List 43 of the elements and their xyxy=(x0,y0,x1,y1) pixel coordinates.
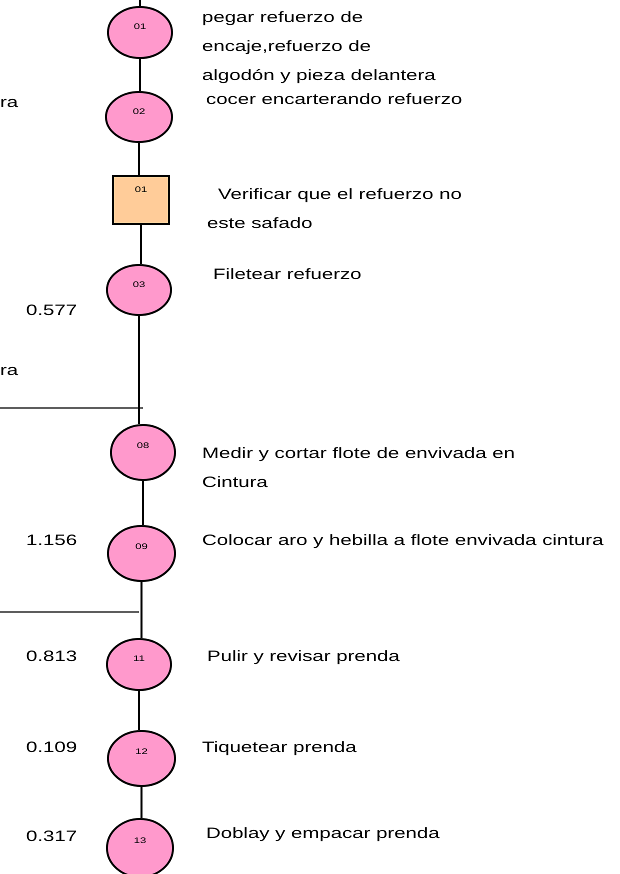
connector-line xyxy=(0,611,139,613)
step-number: 01 xyxy=(132,22,148,31)
step-description: Verificar que el refuerzo no este safado xyxy=(207,185,463,234)
time-value: 0.109 xyxy=(26,738,78,758)
step-description: Pulir y revisar prenda xyxy=(207,647,401,667)
connector-line xyxy=(140,225,142,264)
time-value: 0.577 xyxy=(26,301,78,321)
inspection-square xyxy=(112,175,170,225)
operation-circle xyxy=(107,730,176,787)
operation-circle xyxy=(106,638,172,691)
connector-line xyxy=(138,691,140,730)
step-description: Filetear refuerzo xyxy=(213,265,363,285)
cut-off-text: ra xyxy=(0,361,18,381)
time-value: 1.156 xyxy=(26,531,78,551)
operation-circle xyxy=(105,91,173,143)
operation-circle xyxy=(107,525,176,582)
operation-circle xyxy=(110,424,176,481)
connector-line xyxy=(0,407,143,409)
connector-line xyxy=(142,481,144,525)
step-number: 09 xyxy=(134,542,149,551)
connector-line xyxy=(140,582,142,638)
operation-circle xyxy=(107,6,173,59)
connector-line xyxy=(139,59,141,91)
step-description: Tiquetear prenda xyxy=(202,738,358,758)
step-number: 01 xyxy=(134,185,148,194)
step-number: 11 xyxy=(132,654,146,663)
cut-off-text: ra xyxy=(0,93,18,113)
time-value: 0.813 xyxy=(26,647,78,667)
connector-line xyxy=(138,316,140,424)
connector-line xyxy=(138,143,140,175)
step-number: 02 xyxy=(132,107,146,116)
operation-circle xyxy=(106,264,172,316)
connector-line xyxy=(139,0,141,6)
step-description: Medir y cortar flote de envivada en Cintura xyxy=(202,444,516,493)
step-number: 03 xyxy=(132,280,146,289)
time-value: 0.317 xyxy=(26,827,78,847)
connector-line xyxy=(140,787,142,818)
step-number: 08 xyxy=(136,441,150,450)
step-number: 13 xyxy=(132,836,148,845)
step-description: Colocar aro y hebilla a flote envivada cintura xyxy=(202,531,604,551)
step-description: cocer encarterando refuerzo xyxy=(206,90,464,110)
step-description: Doblay y empacar prenda xyxy=(206,824,441,844)
step-number: 12 xyxy=(134,747,149,756)
